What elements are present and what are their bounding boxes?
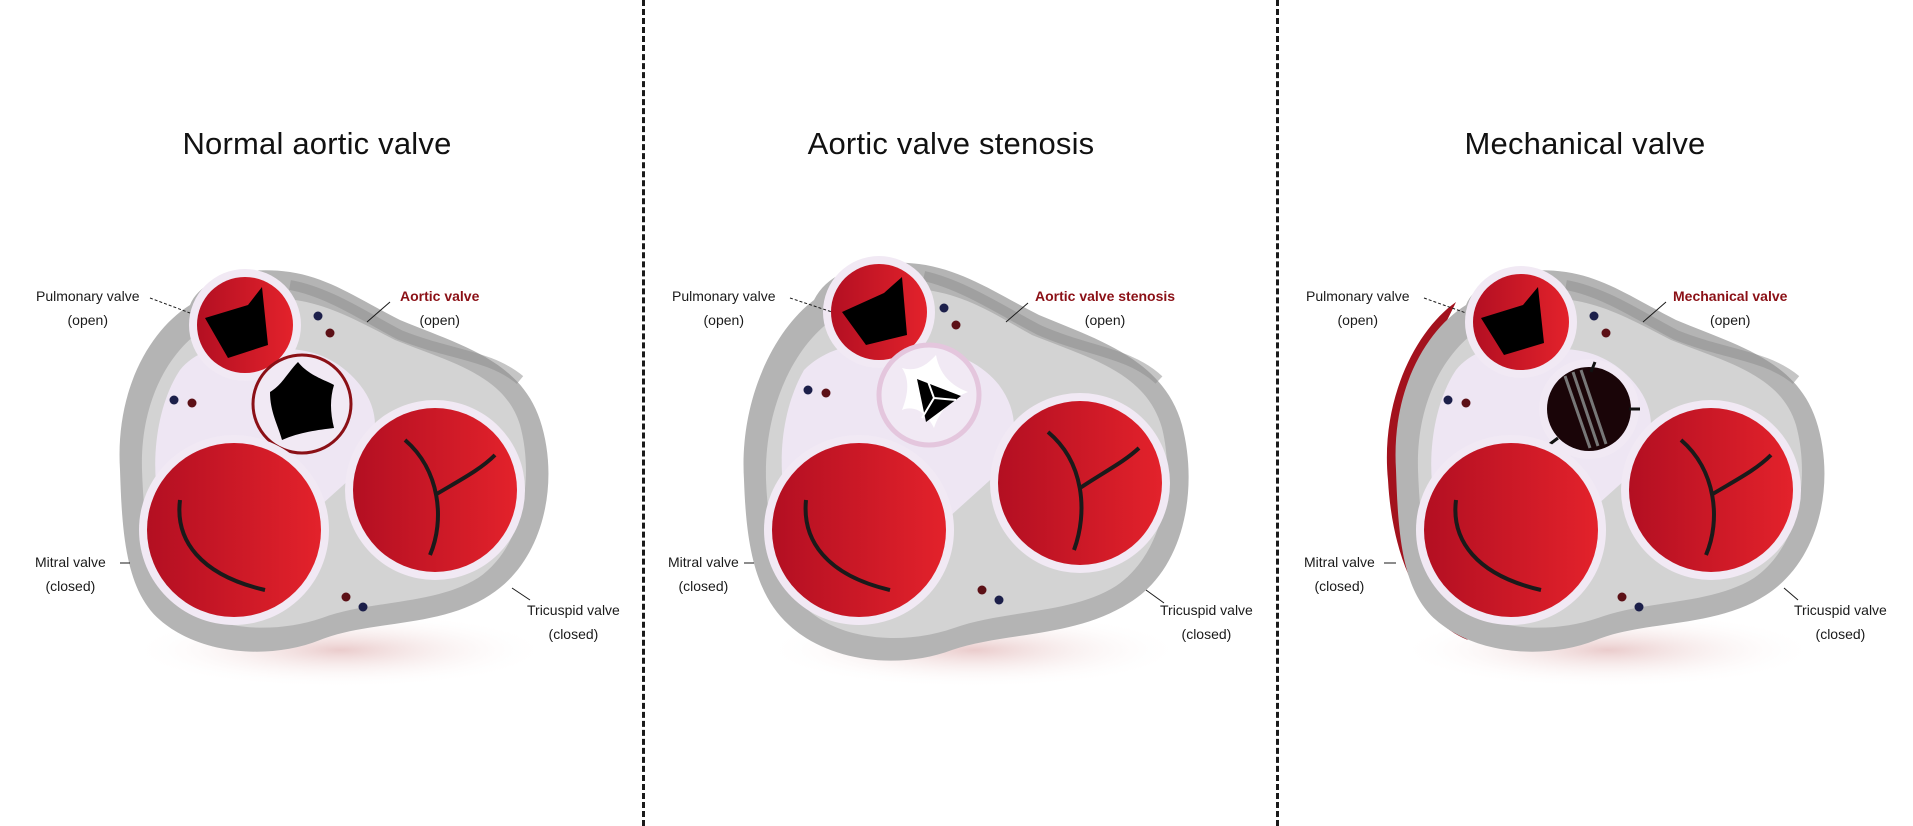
callout-mitral: Mitral valve (closed) bbox=[35, 550, 106, 598]
panel-mechanical: Mechanical valve Pulmonary valve (open) … bbox=[1268, 0, 1902, 826]
callout-state: (closed) bbox=[1314, 578, 1365, 594]
leader-aortic bbox=[1005, 302, 1029, 323]
pulmonary-orifice bbox=[205, 287, 268, 358]
callout-state: (closed) bbox=[548, 626, 599, 642]
leader-pulmonary bbox=[1423, 297, 1467, 314]
leader-tricuspid bbox=[511, 587, 531, 601]
pulmonary-orifice bbox=[1481, 287, 1544, 355]
callout-state: (open) bbox=[1084, 312, 1126, 328]
callout-name: Mitral valve bbox=[1304, 554, 1375, 570]
callout-tricuspid: Tricuspid valve (closed) bbox=[1160, 598, 1253, 646]
callout-pulmonary: Pulmonary valve (open) bbox=[36, 284, 140, 332]
heart-cross-section-illustration bbox=[1384, 266, 1825, 688]
leader-tricuspid bbox=[1145, 589, 1165, 604]
leader-pulmonary bbox=[149, 297, 191, 314]
callout-state: (closed) bbox=[1815, 626, 1866, 642]
aortic-valve-orifice bbox=[270, 362, 334, 440]
callout-mitral: Mitral valve (closed) bbox=[668, 550, 739, 598]
leader-tricuspid bbox=[1783, 587, 1799, 601]
leader-pulmonary bbox=[789, 297, 833, 313]
callout-name: Aortic valve stenosis bbox=[1035, 288, 1176, 304]
callout-state: (closed) bbox=[45, 578, 96, 594]
callout-pulmonary: Pulmonary valve (open) bbox=[1306, 284, 1410, 332]
callout-tricuspid: Tricuspid valve (closed) bbox=[1794, 598, 1887, 646]
callout-name: Tricuspid valve bbox=[1160, 602, 1253, 618]
callout-name: Pulmonary valve bbox=[36, 288, 140, 304]
callout-tricuspid: Tricuspid valve (closed) bbox=[527, 598, 620, 646]
callout-name: Tricuspid valve bbox=[1794, 602, 1887, 618]
callout-aortic: Aortic valve (open) bbox=[400, 284, 479, 332]
panel-stenosis: Aortic valve stenosis Pulmonary valve (o… bbox=[634, 0, 1268, 826]
leader-aortic bbox=[366, 301, 391, 323]
callout-state: (open) bbox=[1709, 312, 1751, 328]
callout-state: (open) bbox=[703, 312, 744, 328]
callout-state: (open) bbox=[1337, 312, 1378, 328]
callout-aortic: Aortic valve stenosis (open) bbox=[1035, 284, 1175, 332]
callout-state: (open) bbox=[419, 312, 460, 328]
panel-normal: Normal aortic valve Pulmonary bbox=[0, 0, 634, 826]
heart-cross-section-illustration bbox=[119, 269, 550, 688]
callout-name: Tricuspid valve bbox=[527, 602, 620, 618]
callout-pulmonary: Pulmonary valve (open) bbox=[672, 284, 776, 332]
panel-divider bbox=[642, 0, 645, 826]
callout-state: (open) bbox=[67, 312, 108, 328]
panel-title: Mechanical valve bbox=[1464, 126, 1706, 161]
pulmonary-orifice bbox=[842, 277, 907, 345]
heart-cross-section-illustration bbox=[743, 256, 1189, 688]
leader-aortic bbox=[1642, 301, 1667, 323]
panel-divider bbox=[1276, 0, 1279, 826]
callout-aortic: Mechanical valve (open) bbox=[1673, 284, 1787, 332]
callout-name: Mitral valve bbox=[35, 554, 106, 570]
callout-name: Aortic valve bbox=[400, 288, 480, 304]
callout-name: Mechanical valve bbox=[1673, 288, 1788, 304]
callout-name: Pulmonary valve bbox=[672, 288, 776, 304]
callout-mitral: Mitral valve (closed) bbox=[1304, 550, 1375, 598]
callout-name: Mitral valve bbox=[668, 554, 739, 570]
callout-name: Pulmonary valve bbox=[1306, 288, 1410, 304]
callout-state: (closed) bbox=[678, 578, 729, 594]
panel-title: Normal aortic valve bbox=[182, 126, 452, 161]
callout-state: (closed) bbox=[1181, 626, 1232, 642]
panel-title: Aortic valve stenosis bbox=[807, 126, 1095, 161]
